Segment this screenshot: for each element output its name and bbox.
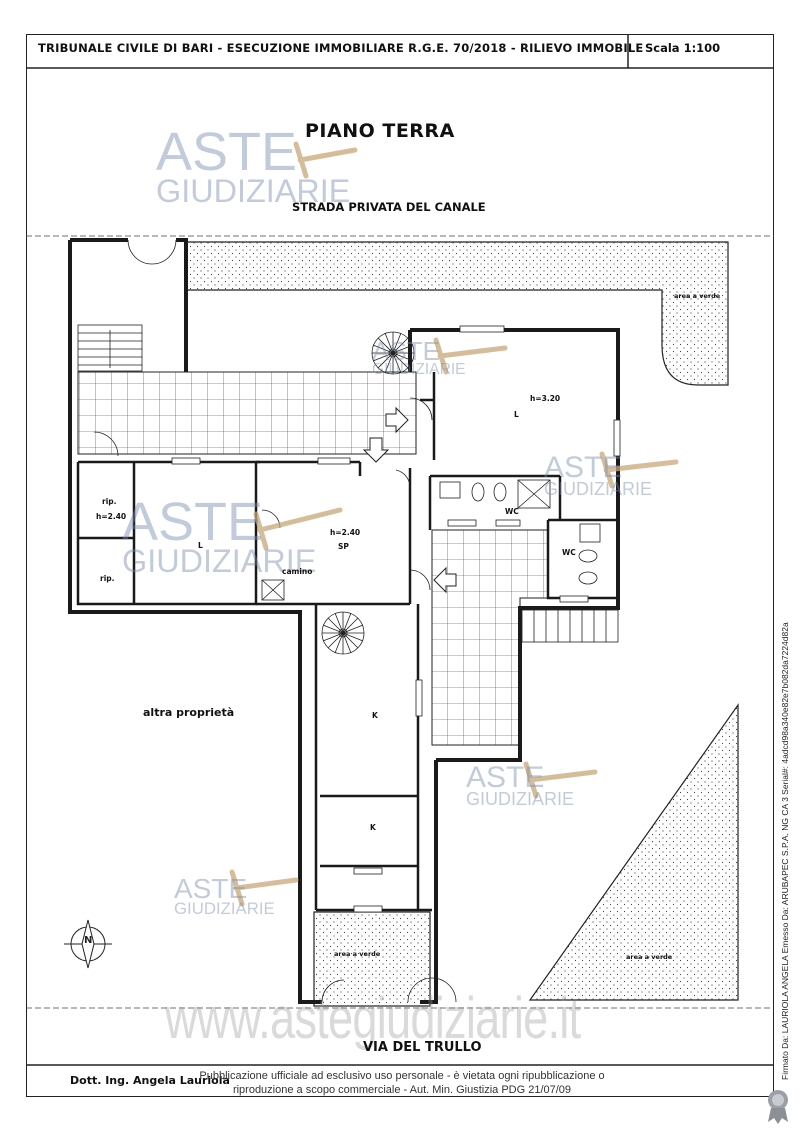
outer-walls xyxy=(68,238,620,1004)
room-label-sp: SP xyxy=(338,542,349,551)
room-label-camino: camino xyxy=(282,567,313,576)
room-label-living-right: L xyxy=(514,410,519,419)
street-label-bottom: VIA DEL TRULLO xyxy=(363,1040,482,1055)
entry-arrows xyxy=(362,406,457,594)
room-label-living-left: L xyxy=(198,541,203,550)
north-arrow xyxy=(64,919,112,969)
green-area-top xyxy=(185,241,729,386)
bathroom-fixtures xyxy=(439,479,601,585)
room-label-rip-1: rip. xyxy=(102,497,117,506)
digital-signature-text: Firmato Da: LAURIOLA ANGELA Emesso Da: A… xyxy=(780,622,790,1080)
doors xyxy=(93,239,457,1003)
spiral-stair-top xyxy=(371,331,415,375)
street-label-top: STRADA PRIVATA DEL CANALE xyxy=(292,200,486,214)
interior-walls xyxy=(76,372,618,912)
drawing-frame xyxy=(26,34,774,1097)
watermark-site: www.astegiudiziarie.it xyxy=(165,986,581,1051)
room-label-wc-2: WC xyxy=(562,548,576,557)
room-height-living-right: h=3.20 xyxy=(530,394,561,403)
fireplace xyxy=(261,579,285,601)
staircase-top-left xyxy=(77,324,143,372)
certificate-seal-icon xyxy=(768,1090,788,1124)
publication-notice: Pubblicazione ufficiale ad esclusivo uso… xyxy=(199,1070,605,1096)
staircase-right xyxy=(521,609,619,643)
courtyard-lower xyxy=(431,529,549,746)
north-label: N xyxy=(84,935,92,946)
room-label-wc-1: WC xyxy=(505,507,519,516)
room-label-k-1: K xyxy=(372,711,378,720)
room-label-k-2: K xyxy=(370,823,376,832)
green-area-bottom-right xyxy=(528,703,739,1001)
drawing-header-title: TRIBUNALE CIVILE DI BARI - ESECUZIONE IM… xyxy=(38,41,644,55)
windows xyxy=(171,325,621,913)
green-label-top: area a verde xyxy=(674,292,721,300)
room-label-rip-2: rip. xyxy=(100,574,115,583)
courtyard-upper xyxy=(77,371,417,455)
drawing-scale: Scala 1:100 xyxy=(645,41,721,55)
author-name: Dott. Ing. Angela Lauriola xyxy=(70,1074,230,1087)
room-height-rip-1: h=2.40 xyxy=(96,512,127,521)
green-label-bottom-right: area a verde xyxy=(626,953,673,961)
spiral-stair-bottom xyxy=(321,611,365,655)
other-property-label: altra proprietà xyxy=(143,706,235,719)
plan-title: PIANO TERRA xyxy=(305,120,455,142)
gavel-watermarks xyxy=(229,141,679,907)
green-label-bottom-left: area a verde xyxy=(334,950,381,958)
room-height-sp: h=2.40 xyxy=(330,528,361,537)
